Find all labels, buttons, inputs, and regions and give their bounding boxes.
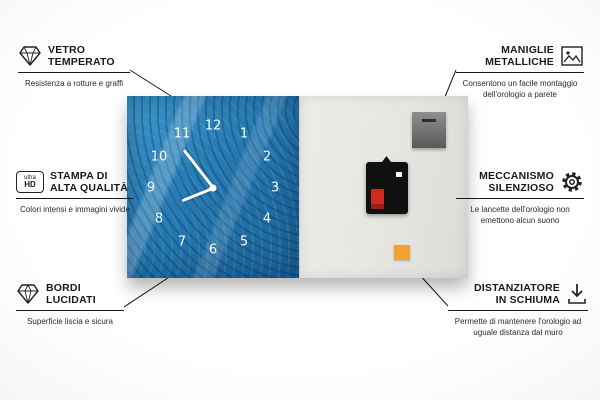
clock-number: 5 [239,234,249,250]
clock-number: 7 [177,234,187,250]
ultra-hd-icon: ultra HD [16,171,44,194]
callout-title-line: IN SCHIUMA [495,294,560,307]
callout-meccanismo-silenzioso: MECCANISMO SILENZIOSO Le lancette dell'o… [456,170,584,226]
foam-spacer-icon [566,282,588,306]
clock-front: 12 1 2 3 4 5 6 7 8 9 10 11 [127,96,299,278]
callout-description: Resistenza a rotture e graffi [24,78,124,88]
callout-description: Permette di mantenere l'orologio ad ugua… [454,316,582,337]
callout-description: Superficie liscia e sicura [27,316,113,326]
callout-title-line: LUCIDATI [46,294,96,307]
callout-underline [18,71,130,73]
mechanism-label [395,172,402,177]
callout-vetro-temperato: VETRO TEMPERATO Resistenza a rotture e g… [18,44,130,89]
hour-hand [180,186,214,203]
clock-number: 6 [208,242,218,258]
callout-underline [16,197,134,199]
clock-number: 3 [270,180,280,196]
clock-mechanism [365,162,408,214]
minute-hand [182,149,214,189]
callout-description: Le lancette dell'orologio non emettono a… [470,204,570,225]
callout-underline [448,309,588,311]
callout-stampa-alta-qualita: ultra HD STAMPA DI ALTA QUALITÀ Colori i… [16,170,134,215]
clock-number: 1 [239,126,249,142]
callout-title-line: DISTANZIATORE [473,282,560,294]
picture-frame-icon [560,45,584,67]
callout-title-line: SILENZIOSO [488,182,554,195]
callout-maniglie-metalliche: MANIGLIE METALLICHE Consentono un facile… [456,44,584,100]
ultra-hd-text-bottom: HD [24,180,36,190]
callout-title-line: BORDI [46,282,81,294]
callout-title-line: VETRO [48,44,86,56]
callout-title-line: MECCANISMO [479,170,554,182]
callout-description: Consentono un facile montaggio dell'orol… [462,78,578,99]
callout-description: Colori intensi e immagini vivide [20,204,130,214]
callout-title-line: TEMPERATO [48,56,115,69]
clock-number: 11 [173,126,191,142]
clock-number: 8 [154,211,164,227]
callout-distanziatore-schiuma: DISTANZIATORE IN SCHIUMA Permette di man… [448,282,588,338]
ultra-hd-text-top: ultra [24,175,36,182]
diamond-icon [18,45,42,67]
battery [370,189,384,209]
clock-number: 10 [150,149,168,165]
gear-icon [560,170,584,194]
clock-center-cap [209,184,217,192]
callout-underline [456,71,584,73]
clock-back [298,96,468,278]
callout-title-line: STAMPA DI [50,170,108,182]
foam-spacer [393,245,410,260]
callout-title-line: ALTA QUALITÀ [50,182,129,195]
callout-title-line: MANIGLIE [501,44,554,56]
callout-underline [16,309,124,311]
callout-title-line: METALLICHE [485,56,554,69]
clock-number: 2 [262,149,272,165]
clock-number: 12 [204,118,222,134]
callout-underline [456,197,584,199]
product-image: 12 1 2 3 4 5 6 7 8 9 10 11 [127,96,468,278]
callout-bordi-lucidati: BORDI LUCIDATI Superficie liscia e sicur… [16,282,124,327]
clock-number: 9 [146,180,156,196]
gem-icon [16,283,40,305]
clock-number: 4 [262,211,272,227]
metal-hanger-plate [411,112,446,148]
